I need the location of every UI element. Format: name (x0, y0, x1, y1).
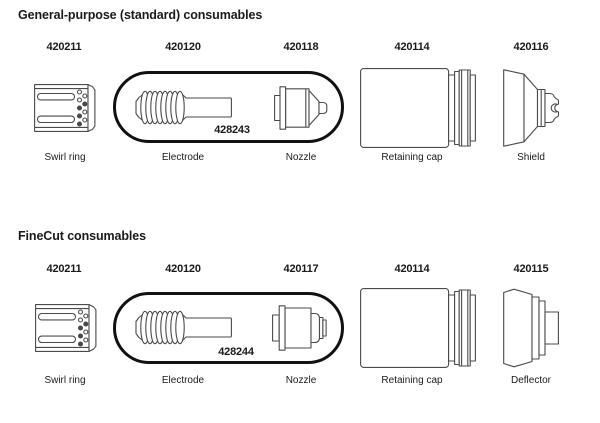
part-label: Retaining cap (381, 152, 443, 163)
deflector-icon (503, 288, 559, 368)
electrode-icon (135, 90, 232, 125)
part-number: 420211 (46, 263, 82, 275)
part-number: 420116 (513, 41, 549, 53)
part-number: 420118 (283, 41, 319, 53)
section-title-finecut: FineCut consumables (18, 229, 146, 243)
part-label: Nozzle (285, 152, 317, 163)
part-label: Electrode (161, 152, 205, 163)
retaining-cap-icon (360, 288, 476, 368)
part-number: 420114 (394, 263, 430, 275)
part-number: 420120 (165, 263, 201, 275)
kit-number: 428243 (214, 124, 250, 136)
nozzle-finecut-icon (272, 305, 327, 351)
part-number: 420114 (394, 41, 430, 53)
shield-icon (503, 69, 560, 147)
kit-capsule-outline (113, 292, 344, 364)
part-label: Nozzle (285, 375, 317, 386)
part-label: Swirl ring (44, 152, 86, 163)
part-number: 420120 (165, 41, 201, 53)
retaining-cap-icon (360, 68, 476, 148)
kit-number: 428244 (218, 346, 254, 358)
part-label: Retaining cap (381, 375, 443, 386)
part-number: 420117 (283, 263, 319, 275)
part-number: 420211 (46, 41, 82, 53)
part-label: Shield (517, 152, 545, 163)
part-number: 420115 (513, 263, 549, 275)
electrode-icon (135, 310, 232, 345)
section-title-general: General-purpose (standard) consumables (18, 8, 263, 22)
swirl-ring-icon (34, 84, 96, 132)
part-label: Deflector (510, 375, 552, 386)
part-label: Swirl ring (44, 375, 86, 386)
part-label: Electrode (161, 375, 205, 386)
swirl-ring-icon (35, 304, 97, 352)
kit-capsule-outline (113, 71, 344, 143)
nozzle-icon (274, 86, 328, 130)
